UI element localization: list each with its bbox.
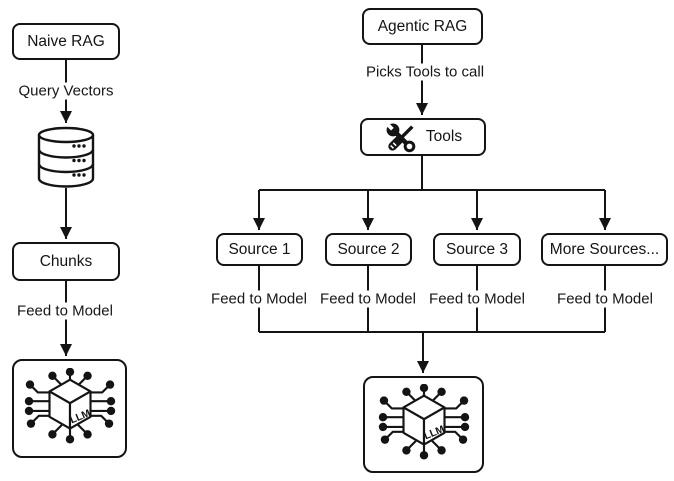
feed-to-model-edge-label-3: Feed to Model [425,290,529,308]
feed-to-model-edge-label-2: Feed to Model [316,290,420,308]
more-sources-label: More Sources... [549,240,660,258]
picks-tools-edge-label: Picks Tools to call [361,63,489,81]
source-1-box: Source 1 [216,233,303,266]
source-1-label: Source 1 [228,240,291,258]
tools-label: Tools [425,128,463,145]
agentic-rag-box: Agentic RAG [362,8,483,45]
feed-to-model-edge-label-left: Feed to Model [13,302,117,320]
source-3-box: Source 3 [433,233,521,266]
tools-box: Tools [360,118,486,156]
llm-node-box-right: LLM [363,376,484,473]
feed-to-model-edge-label-4: Feed to Model [553,290,657,308]
source-2-label: Source 2 [337,240,400,258]
wrench-screwdriver-icon [383,121,416,153]
more-sources-box: More Sources... [541,233,668,266]
llm-chip-icon: LLM [378,383,469,459]
source-3-label: Source 3 [445,240,509,258]
llm-node-box-left: LLM [12,359,127,458]
database-dots [72,144,86,177]
naive-rag-box: Naive RAG [12,23,120,60]
source-2-box: Source 2 [325,233,412,266]
query-vectors-edge-label: Query Vectors [14,82,118,100]
agentic-rag-label: Agentic RAG [377,17,468,35]
vector-database-icon [37,126,95,188]
chunks-box: Chunks [12,242,120,281]
feed-to-model-edge-label-1: Feed to Model [207,290,311,308]
llm-chip-icon: LLM [24,367,115,443]
chunks-label: Chunks [39,252,93,270]
naive-rag-label: Naive RAG [27,32,105,50]
